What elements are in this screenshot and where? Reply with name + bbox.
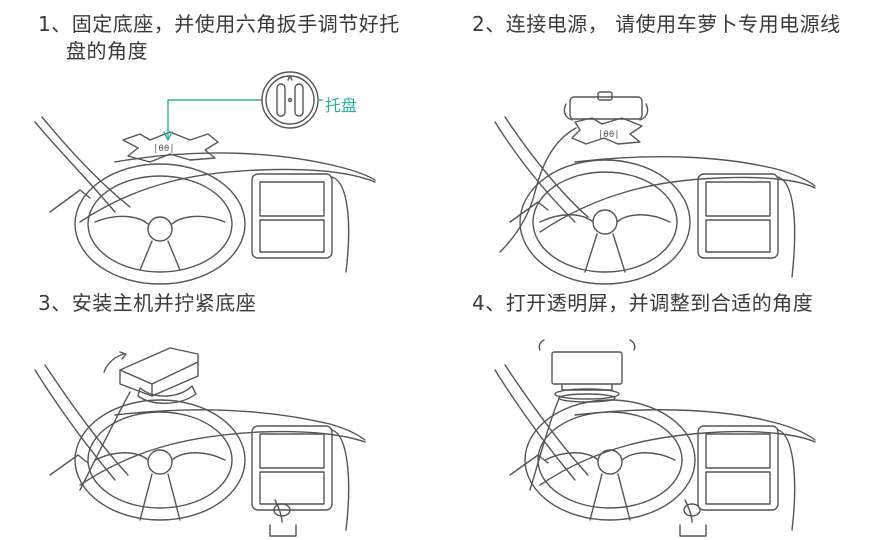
step-2-illustration: |θθ| (494, 91, 816, 285)
step-1-title-line-2: 盘的角度 (66, 39, 148, 63)
step-4-illustration (494, 339, 816, 537)
step-1-illustration: |θθ| (34, 71, 376, 285)
step-3-illustration (34, 347, 366, 537)
step-1-title-line-1: 1、固定底座，并使用六角扳手调节好托 (38, 12, 400, 36)
step-4-title: 4、打开透明屏，并调整到合适的角度 (472, 291, 814, 315)
tray-callout-label: 托盘 (325, 96, 358, 115)
svg-text:|θθ|: |θθ| (598, 130, 620, 140)
step-1-title: 1、固定底座，并使用六角扳手调节好托 盘的角度 (38, 11, 400, 65)
step-2-title: 2、连接电源， 请使用车萝卜专用电源线 (472, 12, 841, 36)
svg-text:|θθ|: |θθ| (153, 144, 175, 154)
step-3-title: 3、安装主机并拧紧底座 (38, 291, 257, 315)
